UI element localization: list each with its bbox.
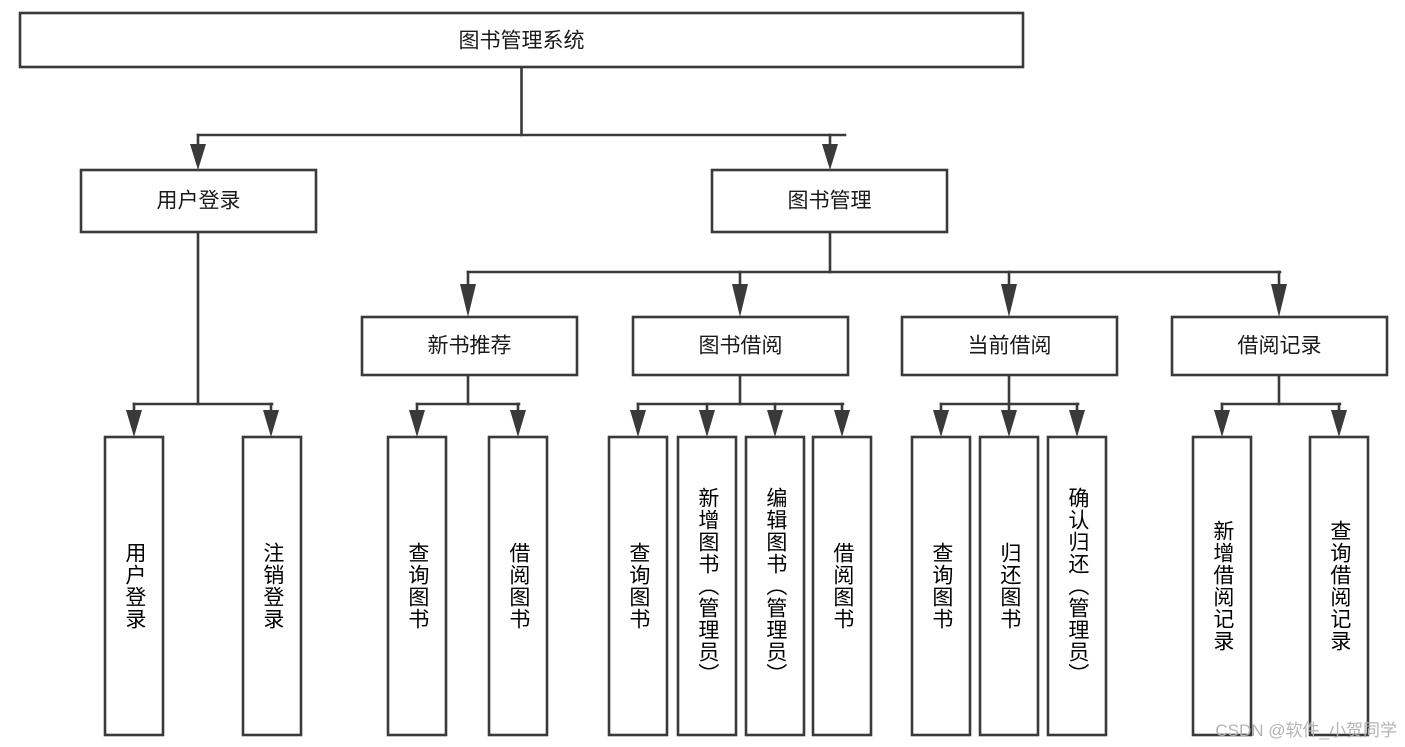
- node-label-user-login: 用户登录: [157, 190, 241, 213]
- arrow-head-bb-leaf-1: [630, 410, 646, 437]
- connectors-level2-to-level3: [460, 230, 1287, 317]
- node-label-borrow-record: 借阅记录: [1238, 335, 1322, 358]
- leaf-box-cb-0[interactable]: [910, 435, 972, 737]
- node-label-book-borrow: 图书借阅: [699, 335, 783, 358]
- connectors-new-book-to-leaves: [409, 373, 526, 437]
- arrow-head-nb-leaf-1: [409, 410, 425, 437]
- node-box-user-login[interactable]: [79, 168, 318, 234]
- arrow-head-cb-leaf-3: [1069, 410, 1085, 437]
- node-box-borrow-record[interactable]: [1170, 315, 1389, 377]
- node-label-new-book: 新书推荐: [428, 335, 512, 358]
- arrow-head-bb-leaf-4: [834, 410, 850, 437]
- node-box-root[interactable]: [18, 11, 1025, 69]
- arrow-head-cb-leaf-1: [933, 410, 949, 437]
- node-label-root: 图书管理系统: [459, 30, 585, 53]
- node-label-current-borrow: 当前借阅: [968, 335, 1052, 358]
- leaf-box-bb-3[interactable]: [811, 435, 873, 737]
- arrow-head-cb-leaf-2: [1001, 410, 1017, 437]
- node-box-new-book[interactable]: [360, 315, 579, 377]
- leaf-box-ul-1[interactable]: [241, 435, 303, 737]
- leaf-box-nb-0[interactable]: [386, 435, 448, 737]
- leaf-box-bb-2[interactable]: [744, 435, 806, 737]
- arrow-head-to-current-borrow: [1001, 284, 1017, 317]
- connectors-book-borrow-to-leaves: [630, 373, 850, 437]
- connectors-user-login-to-leaves: [126, 230, 279, 437]
- watermark-text: CSDN @软件_小贺同学: [1215, 721, 1397, 740]
- node-box-book-manage[interactable]: [710, 168, 949, 234]
- node-box-current-borrow[interactable]: [900, 315, 1119, 377]
- arrow-head-to-borrow-record: [1271, 284, 1287, 317]
- arrow-head-nb-leaf-2: [510, 410, 526, 437]
- leaf-box-br-0[interactable]: [1191, 435, 1253, 737]
- arrow-head-ul-leaf-2: [263, 410, 279, 437]
- arrow-head-to-book-manage: [822, 144, 838, 170]
- leaf-box-bb-0[interactable]: [607, 435, 669, 737]
- leaf-box-nb-1[interactable]: [487, 435, 549, 737]
- leaf-box-cb-1[interactable]: [978, 435, 1040, 737]
- leaf-box-cb-2[interactable]: [1046, 435, 1108, 737]
- connectors-borrow-record-to-leaves: [1214, 373, 1347, 437]
- node-box-book-borrow[interactable]: [631, 315, 850, 377]
- connectors-root-to-level2: [190, 65, 847, 170]
- leaf-box-bb-1[interactable]: [676, 435, 738, 737]
- arrow-head-br-leaf-2: [1331, 410, 1347, 437]
- connectors-current-borrow-to-leaves: [933, 373, 1085, 437]
- arrow-head-bb-leaf-3: [767, 410, 783, 437]
- arrow-head-bb-leaf-2: [699, 410, 715, 437]
- arrow-head-br-leaf-1: [1214, 410, 1230, 437]
- node-label-book-manage: 图书管理: [788, 190, 872, 213]
- arrow-head-to-book-borrow: [732, 284, 748, 317]
- arrow-head-to-user-login: [190, 144, 206, 170]
- leaf-box-ul-0[interactable]: [103, 435, 165, 737]
- arrow-head-to-new-book: [460, 284, 476, 317]
- arrow-head-ul-leaf-1: [126, 410, 142, 437]
- leaf-box-br-1[interactable]: [1308, 435, 1370, 737]
